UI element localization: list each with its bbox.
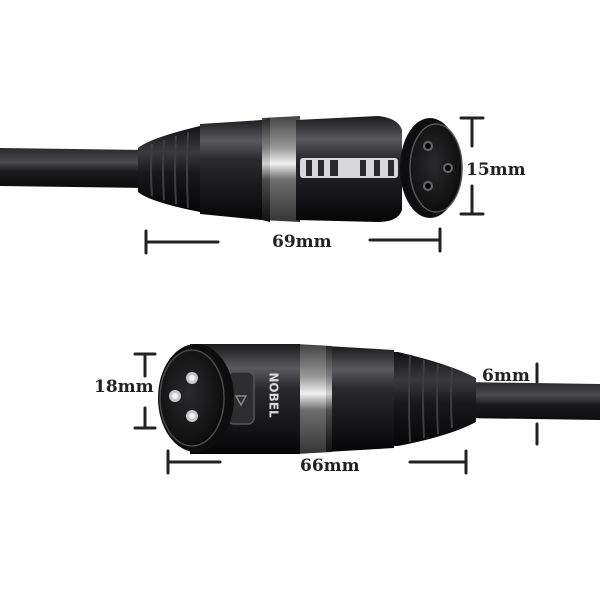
female-length-label: 69mm bbox=[272, 232, 332, 252]
female-latch-window bbox=[300, 158, 398, 178]
brand-logo-text: NOBEL bbox=[267, 372, 281, 418]
dim-lines-male-diameter bbox=[133, 352, 157, 430]
dim-lines-female-diameter bbox=[459, 116, 485, 216]
female-body bbox=[200, 118, 270, 222]
cable-diameter-label: 6mm bbox=[482, 366, 530, 386]
male-xlr-connector bbox=[158, 344, 600, 454]
dim-lines-female-length bbox=[144, 227, 442, 255]
male-length-label: 66mm bbox=[300, 456, 360, 476]
female-cable bbox=[0, 148, 150, 188]
male-boot bbox=[390, 352, 476, 446]
male-chrome-ring bbox=[296, 344, 332, 454]
dim-lines-male-length bbox=[166, 449, 468, 475]
male-diameter-label: 18mm bbox=[94, 377, 154, 397]
male-pins bbox=[169, 372, 198, 422]
male-body bbox=[326, 346, 394, 452]
female-boot bbox=[138, 126, 205, 212]
female-chrome-ring bbox=[262, 116, 300, 222]
male-latch-arrow-icon bbox=[234, 395, 248, 407]
brand-logo: NOBEL bbox=[267, 372, 281, 418]
male-front-face bbox=[159, 349, 225, 447]
female-front-face bbox=[409, 123, 463, 213]
female-xlr-connector bbox=[0, 116, 463, 222]
male-cable bbox=[460, 382, 600, 420]
female-diameter-label: 15mm bbox=[466, 160, 526, 180]
